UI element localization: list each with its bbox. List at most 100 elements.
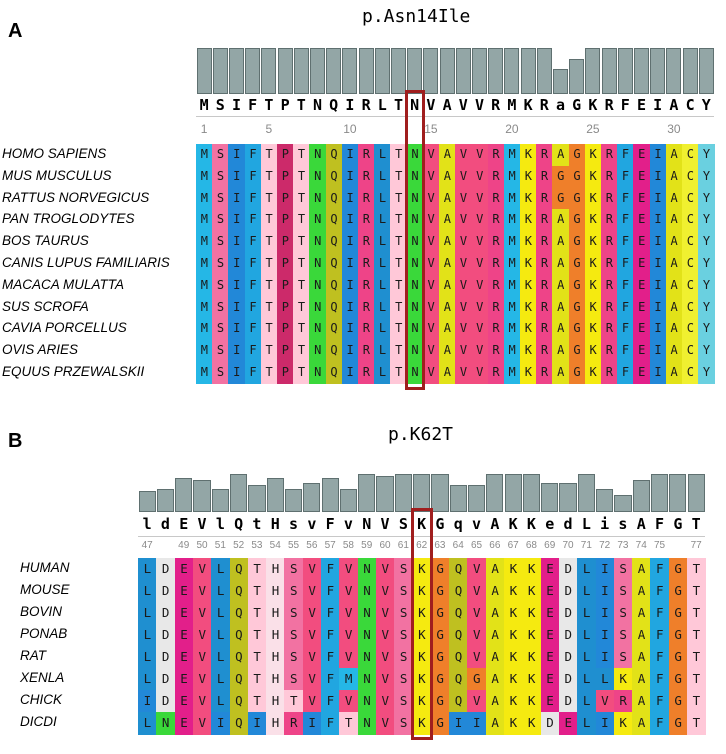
residue-cell: S bbox=[613, 580, 633, 603]
residue-cell: R bbox=[536, 231, 553, 254]
residue-cell: S bbox=[394, 580, 413, 603]
residue-cell: E bbox=[633, 274, 651, 298]
residue-cell: N bbox=[406, 209, 424, 232]
residue-cell: F bbox=[244, 318, 262, 341]
residue-cell: V bbox=[455, 340, 472, 363]
residue-cell: E bbox=[174, 712, 194, 735]
residue-cell: K bbox=[504, 712, 523, 735]
consensus-letter: S bbox=[215, 96, 225, 114]
residue-cell: S bbox=[613, 624, 633, 647]
residue-cell: N bbox=[406, 253, 424, 276]
residue-cell: R bbox=[487, 253, 505, 276]
residue-cell: S bbox=[212, 144, 229, 167]
consensus-letter: i bbox=[600, 515, 610, 533]
residue-cell: F bbox=[617, 274, 634, 298]
residue-cell: V bbox=[339, 690, 359, 713]
residue-cell: R bbox=[487, 209, 505, 232]
residue-cell: V bbox=[455, 362, 472, 385]
residue-cell: A bbox=[552, 231, 570, 254]
residue-cell: F bbox=[244, 253, 262, 276]
consensus-letter: v bbox=[307, 515, 317, 533]
residue-cell: R bbox=[487, 340, 505, 363]
conservation-bar bbox=[212, 48, 228, 94]
residue-cell: N bbox=[406, 274, 424, 298]
residue-cell: F bbox=[244, 187, 262, 210]
residue-cell: S bbox=[613, 602, 633, 625]
residue-cell: C bbox=[682, 187, 699, 210]
ruler-number: 30 bbox=[667, 122, 681, 136]
residue-cell: M bbox=[503, 144, 521, 167]
consensus-letter: V bbox=[426, 96, 436, 114]
residue-cell: L bbox=[138, 646, 157, 669]
residue-cell: R bbox=[613, 690, 633, 713]
residue-cell: F bbox=[650, 602, 670, 625]
residue-cell: D bbox=[558, 624, 578, 647]
species-name: PONAB bbox=[20, 626, 68, 641]
residue-cell: I bbox=[649, 340, 667, 363]
residue-cell: S bbox=[212, 165, 229, 189]
residue-cell: S bbox=[212, 318, 229, 341]
residue-cell: V bbox=[471, 187, 489, 210]
residue-cell: M bbox=[196, 362, 213, 385]
conservation-bar bbox=[211, 489, 229, 512]
consensus-letter: d bbox=[563, 515, 573, 533]
residue-cell: T bbox=[390, 296, 408, 319]
residue-cell: E bbox=[174, 558, 194, 581]
residue-cell: S bbox=[212, 231, 229, 254]
residue-cell: A bbox=[439, 296, 456, 319]
residue-cell: N bbox=[357, 558, 377, 581]
conservation-bar bbox=[541, 483, 559, 512]
residue-cell: Q bbox=[449, 602, 468, 625]
conservation-bar bbox=[682, 48, 698, 94]
residue-cell: S bbox=[613, 558, 633, 581]
residue-cell: V bbox=[375, 580, 395, 603]
conservation-bar bbox=[522, 474, 541, 512]
residue-cell: I bbox=[341, 318, 359, 341]
residue-cell: M bbox=[196, 340, 213, 363]
residue-cell: Y bbox=[698, 165, 715, 189]
residue-cell: Y bbox=[698, 253, 715, 276]
conservation-bar bbox=[175, 478, 193, 512]
residue-cell: A bbox=[632, 558, 651, 581]
conservation-bar bbox=[342, 48, 358, 94]
residue-cell: N bbox=[309, 318, 327, 341]
residue-cell: G bbox=[668, 580, 688, 603]
residue-cell: N bbox=[309, 296, 327, 319]
residue-cell: Q bbox=[325, 209, 343, 232]
consensus-letter: K bbox=[417, 515, 427, 533]
residue-cell: I bbox=[341, 253, 359, 276]
consensus-letter: M bbox=[199, 96, 209, 114]
residue-cell: N bbox=[406, 340, 424, 363]
residue-cell: A bbox=[439, 253, 456, 276]
conservation-bar bbox=[156, 489, 175, 512]
residue-cell: Y bbox=[698, 209, 715, 232]
residue-cell: V bbox=[455, 274, 472, 298]
consensus-letter: t bbox=[252, 515, 262, 533]
residue-cell: I bbox=[211, 712, 230, 735]
residue-cell: D bbox=[558, 646, 578, 669]
residue-cell: K bbox=[504, 624, 523, 647]
residue-cell: M bbox=[196, 318, 213, 341]
residue-cell: R bbox=[358, 318, 375, 341]
residue-cell: V bbox=[471, 209, 489, 232]
residue-cell: V bbox=[302, 646, 322, 669]
residue-cell: V bbox=[375, 624, 395, 647]
residue-cell: I bbox=[595, 602, 615, 625]
residue-cell: E bbox=[633, 318, 651, 341]
residue-cell: R bbox=[487, 318, 505, 341]
residue-cell: K bbox=[412, 712, 432, 735]
residue-cell: T bbox=[293, 144, 310, 167]
residue-cell: N bbox=[406, 165, 424, 189]
residue-cell: S bbox=[212, 340, 229, 363]
species-name: CHICK bbox=[20, 692, 63, 707]
residue-cell: T bbox=[293, 165, 310, 189]
residue-cell: F bbox=[617, 144, 634, 167]
residue-cell: V bbox=[302, 690, 322, 713]
panel-letter: A bbox=[8, 20, 23, 42]
residue-cell: V bbox=[302, 580, 322, 603]
consensus-letter: A bbox=[490, 515, 500, 533]
species-name: HUMAN bbox=[20, 560, 70, 575]
conservation-bar bbox=[248, 485, 266, 512]
residue-cell: F bbox=[244, 144, 262, 167]
